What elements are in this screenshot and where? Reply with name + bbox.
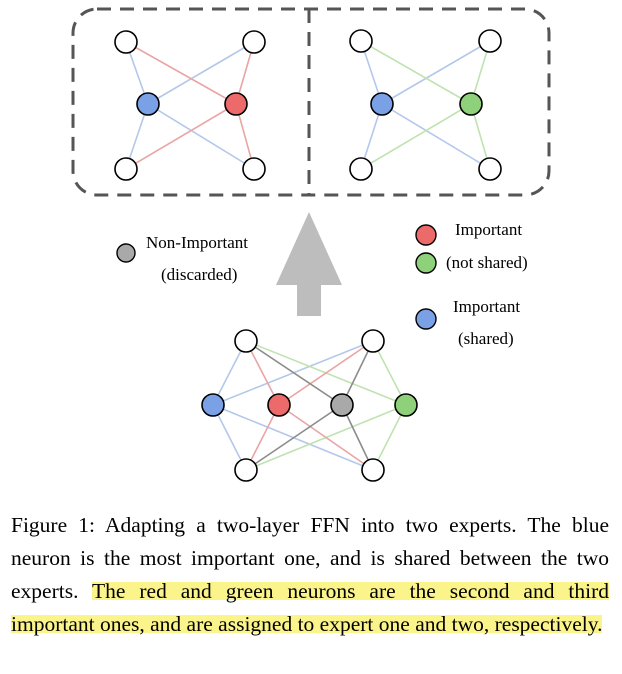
caption-text: Figure 1: Adapting a two-layer FFN into … [11, 513, 609, 603]
legend-green-dot [415, 252, 437, 274]
legend-not-shared-label: (not shared) [446, 253, 528, 272]
ffn-green-neuron [394, 393, 418, 417]
expert-two-blue-neuron [370, 92, 394, 116]
ffn-red-neuron [267, 393, 291, 417]
ffn-input-node-1 [234, 329, 258, 353]
experts-dashed-frame [71, 7, 551, 197]
ffn-output-node-1 [234, 458, 258, 482]
expert-two-nodes [349, 29, 502, 181]
expert-one-blue-neuron [136, 92, 160, 116]
expert-one-nodes [114, 30, 266, 181]
expert-one-input-node-1 [114, 30, 138, 54]
expert-one-red-neuron [224, 92, 248, 116]
expert-two-green-neuron [459, 92, 483, 116]
expert-one-output-node-2 [242, 157, 266, 181]
figure-caption: Figure 1: Adapting a two-layer FFN into … [11, 509, 609, 641]
legend-discarded-label: (discarded) [161, 265, 237, 284]
ffn-input-node-2 [361, 329, 385, 353]
legend-blue-dot [415, 308, 437, 330]
ffn-gray-neuron [330, 393, 354, 417]
ffn-expert-diagram: Non-Important (discarded) Important (not… [71, 7, 551, 482]
ffn-blue-neuron [201, 393, 225, 417]
ffn-output-node-2 [361, 458, 385, 482]
legend-gray-dot [116, 243, 136, 263]
expert-one-output-node-1 [114, 157, 138, 181]
expert-two-output-node-1 [349, 157, 373, 181]
up-arrow-icon [276, 212, 342, 316]
original-ffn-nodes [201, 329, 418, 482]
expert-two-input-node-2 [478, 29, 502, 53]
legend-shared-label: (shared) [458, 329, 514, 348]
legend: Non-Important (discarded) Important (not… [116, 220, 528, 348]
expert-one-input-node-2 [242, 30, 266, 54]
legend-red-dot [415, 224, 437, 246]
legend-important-label-1: Important [455, 220, 522, 239]
legend-important-label-2: Important [453, 297, 520, 316]
expert-two-output-node-2 [478, 157, 502, 181]
expert-two-input-node-1 [349, 29, 373, 53]
caption-highlighted-text: The red and green neurons are the second… [11, 579, 609, 636]
original-ffn-edges [212, 340, 407, 471]
legend-non-important-label: Non-Important [146, 233, 248, 252]
